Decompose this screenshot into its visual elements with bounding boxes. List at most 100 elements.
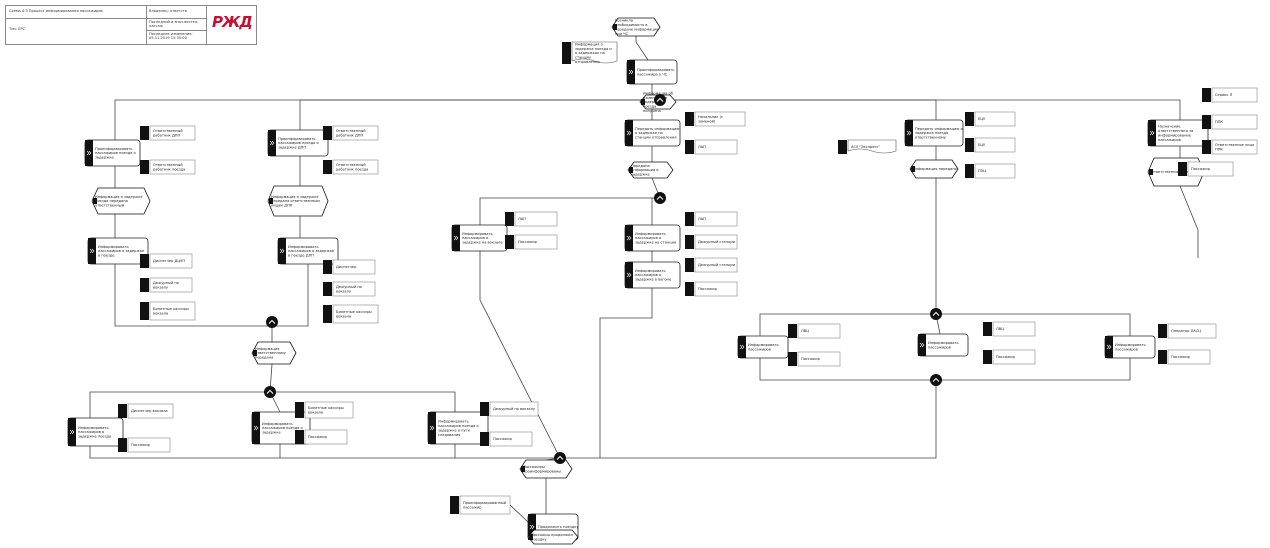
node-label: Дежурный станции	[698, 263, 736, 267]
org-node[interactable]: Дежурный по вокзалу	[480, 401, 539, 417]
node-label: Информация передана	[913, 167, 957, 171]
org-node[interactable]: ПЭЦ	[965, 163, 1016, 179]
node-label: ЛАП	[518, 217, 526, 221]
org-node[interactable]: Пассажир	[295, 429, 348, 445]
event-marker-icon	[613, 24, 617, 30]
org-node[interactable]: Пассажир	[1178, 161, 1234, 177]
org-node[interactable]: Диспетчер ДЦУП	[140, 253, 193, 269]
node-label: Пассажир	[801, 357, 821, 361]
org-node[interactable]: Пассажир	[685, 281, 738, 297]
connector-line	[560, 380, 937, 459]
org-unit-icon	[1202, 115, 1211, 129]
connector-line	[759, 313, 936, 336]
org-node[interactable]: Пассажир	[983, 349, 1036, 365]
node-label: Дежурный станции	[698, 240, 736, 244]
org-node[interactable]: ЛАП	[505, 211, 558, 227]
connector-line	[599, 288, 653, 458]
org-unit-icon	[685, 140, 694, 154]
org-node[interactable]: Сервис П	[1202, 87, 1258, 103]
org-node[interactable]: Дежурный станции	[685, 234, 738, 250]
org-node[interactable]: ЛАП	[685, 211, 738, 227]
doc-node[interactable]: АСУ "Экспресс"	[838, 139, 897, 154]
node-label: Пассажир	[1171, 355, 1191, 359]
org-node[interactable]: Пассажир	[505, 234, 558, 250]
org-node[interactable]: ЛАП	[685, 139, 738, 155]
org-unit-icon	[323, 160, 332, 174]
org-node[interactable]: Оператор ПАСЦ	[1158, 323, 1217, 339]
node-label: Пассажир	[1191, 167, 1211, 171]
org-node[interactable]: Пассажир	[1158, 349, 1211, 365]
org-node[interactable]: ЕЦУ	[965, 137, 1016, 153]
org-node[interactable]: Пассажир	[788, 351, 841, 367]
org-unit-icon	[685, 112, 694, 126]
org-unit-icon	[1178, 162, 1187, 176]
connector-line	[936, 313, 1131, 336]
event-marker-icon	[269, 198, 273, 204]
org-unit-icon	[118, 404, 127, 418]
org-node[interactable]: ЕЦУ	[965, 111, 1016, 127]
org-node[interactable]: Дежурный станции	[685, 257, 738, 273]
org-node[interactable]: Диспетчер	[323, 259, 376, 275]
org-node[interactable]: ЛВЦ	[788, 323, 841, 339]
org-unit-icon	[140, 254, 149, 268]
org-node[interactable]: Диспетчер вокзала	[118, 403, 174, 419]
connector-line	[89, 391, 270, 418]
org-node[interactable]: ЛВЦ	[983, 321, 1036, 337]
connector-line	[114, 264, 272, 327]
header-owner: Владелец: ответств	[149, 9, 187, 13]
org-node[interactable]: Пассажир	[480, 431, 533, 447]
event-node[interactable]: Информация передана	[909, 159, 959, 179]
org-node[interactable]: ППК	[1202, 114, 1258, 130]
org-node[interactable]: Пассажир	[118, 437, 171, 453]
